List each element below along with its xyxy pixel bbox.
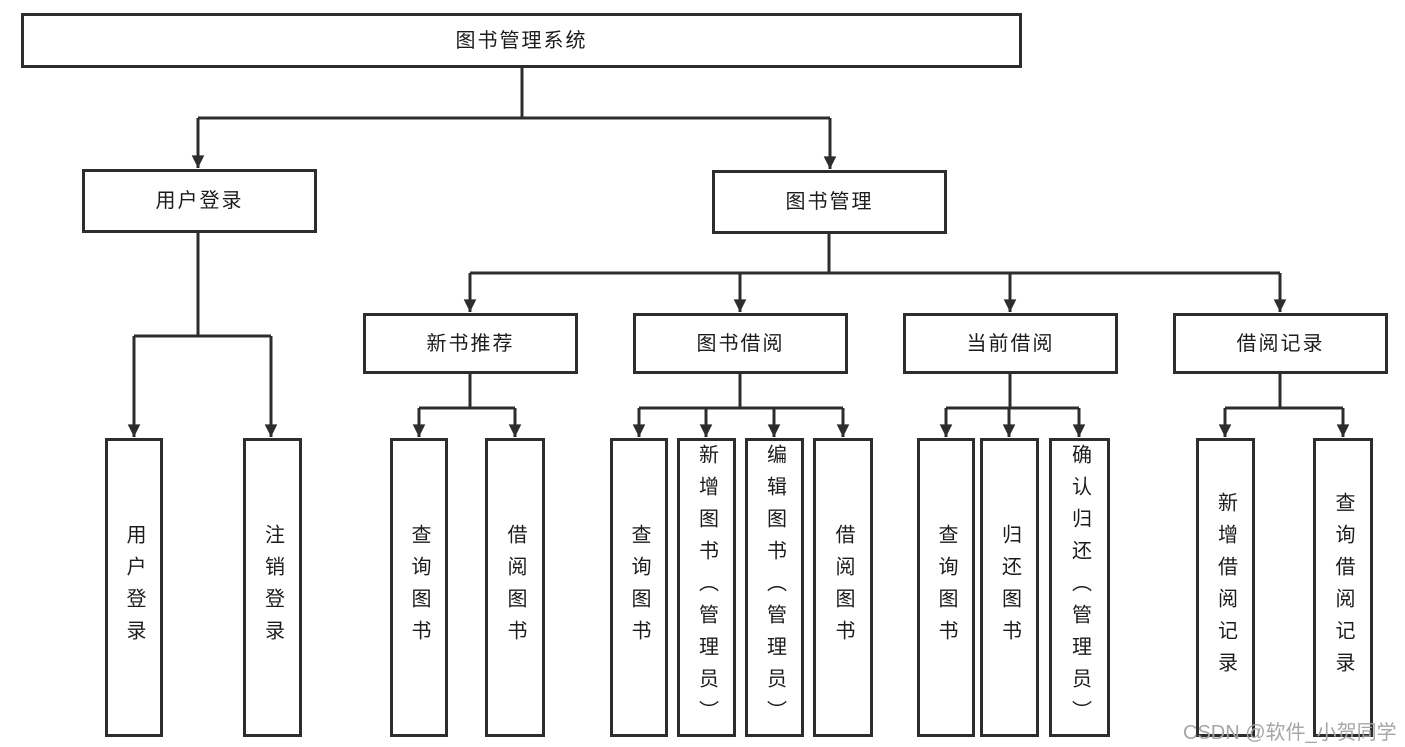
leaf-query-books-current: 查询图书 xyxy=(917,438,975,737)
leaf-return-books: 归还图书 xyxy=(980,438,1039,737)
leaf-query-books-recommend: 查询图书 xyxy=(390,438,448,737)
leaf-user-login: 用户登录 xyxy=(105,438,163,737)
connector-book-management-split xyxy=(470,234,1280,275)
leaf-query-books-borrowing: 查询图书 xyxy=(610,438,668,737)
leaf-borrow-books: 借阅图书 xyxy=(813,438,873,737)
leaf-borrow-books-recommend: 借阅图书 xyxy=(485,438,545,737)
node-root: 图书管理系统 xyxy=(21,13,1022,68)
leaf-confirm-return-admin: 确认归还（管理员） xyxy=(1049,438,1110,737)
leaf-logout: 注销登录 xyxy=(243,438,302,737)
connector-user-login-split xyxy=(134,233,271,338)
watermark: CSDN @软件_小贺同学 xyxy=(1183,722,1397,744)
leaf-add-books-admin: 新增图书（管理员） xyxy=(677,438,736,737)
connector-root-split xyxy=(198,68,830,120)
node-book-management: 图书管理 xyxy=(712,170,947,234)
node-user-login: 用户登录 xyxy=(82,169,317,233)
leaf-edit-books-admin: 编辑图书（管理员） xyxy=(745,438,804,737)
node-current-borrowing: 当前借阅 xyxy=(903,313,1118,374)
leaf-query-borrow-record: 查询借阅记录 xyxy=(1313,438,1373,737)
connector-new-book-recommendation-split xyxy=(419,374,515,410)
leaf-add-borrow-record: 新增借阅记录 xyxy=(1196,438,1255,737)
connector-borrowing-records-split xyxy=(1225,374,1343,410)
node-book-borrowing: 图书借阅 xyxy=(633,313,848,374)
connector-current-borrowing-split xyxy=(946,374,1079,410)
node-new-book-recommendation: 新书推荐 xyxy=(363,313,578,374)
connector-book-borrowing-split xyxy=(639,374,843,410)
node-borrowing-records: 借阅记录 xyxy=(1173,313,1388,374)
